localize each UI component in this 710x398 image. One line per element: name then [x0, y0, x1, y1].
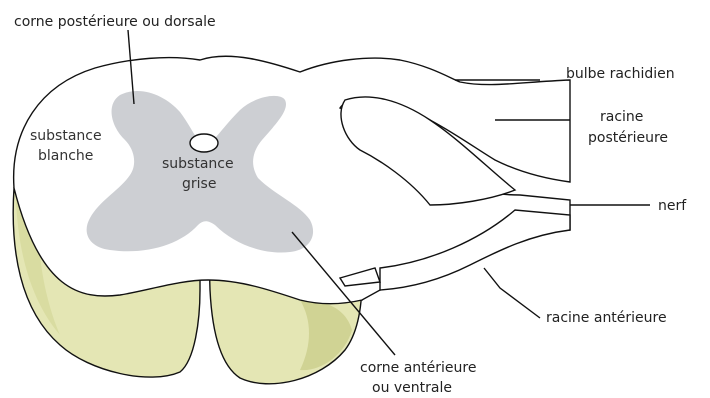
label-substance-blanche-line2: blanche — [38, 148, 93, 164]
label-racine-anterieure: racine antérieure — [546, 310, 667, 326]
label-substance-grise-line2: grise — [182, 176, 216, 192]
central-canal — [190, 134, 218, 152]
label-corne-anterieure-line2: ou ventrale — [372, 380, 452, 396]
label-corne-posterieure: corne postérieure ou dorsale — [14, 14, 216, 30]
label-corne-anterieure-line1: corne antérieure — [360, 360, 476, 376]
label-nerf: nerf — [658, 198, 687, 214]
label-substance-blanche-line1: substance — [30, 128, 102, 144]
label-bulbe-rachidien: bulbe rachidien — [566, 66, 675, 82]
label-racine-posterieure-line1: racine — [600, 109, 643, 125]
label-racine-posterieure-line2: postérieure — [588, 130, 668, 146]
leader-racine-anterieure — [484, 268, 540, 318]
label-substance-grise-line1: substance — [162, 156, 234, 172]
